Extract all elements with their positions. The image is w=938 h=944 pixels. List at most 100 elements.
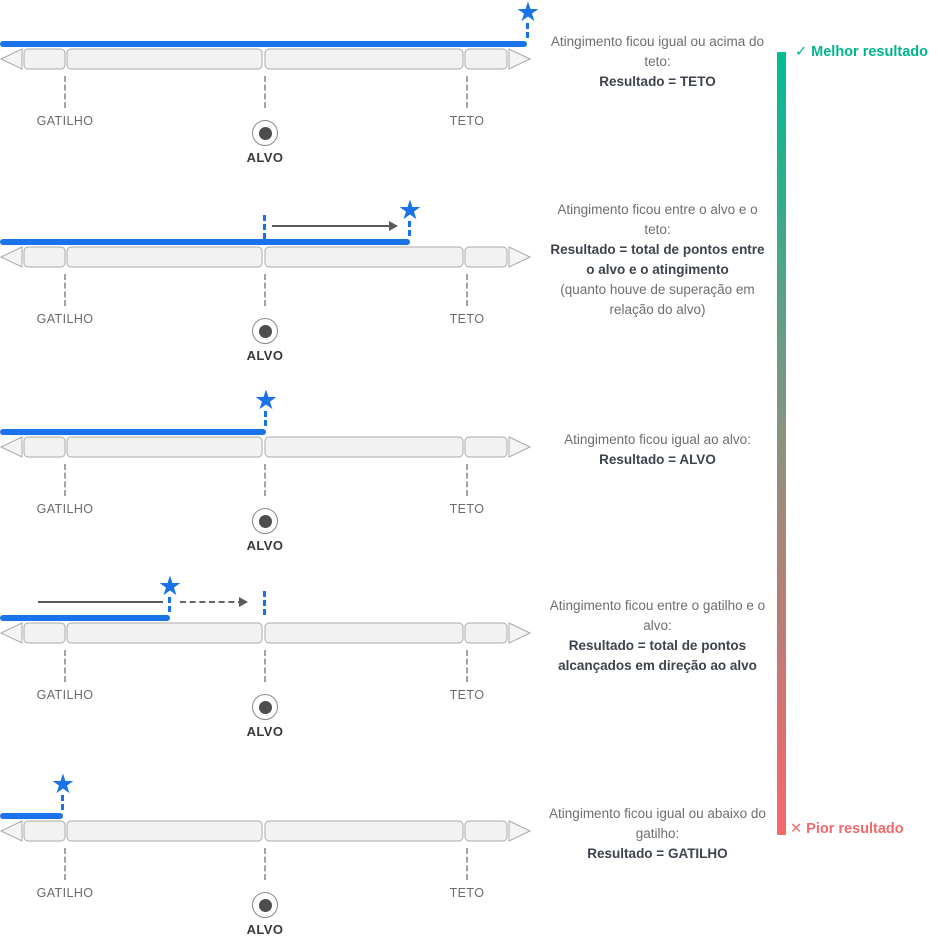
- star-icon: ★: [50, 769, 76, 799]
- teto-label: TETO: [449, 886, 485, 900]
- gatilho-label: GATILHO: [36, 312, 94, 326]
- gatilho-label: GATILHO: [36, 886, 94, 900]
- star-connector-line: [61, 795, 64, 810]
- alvo-label: ALVO: [246, 922, 284, 937]
- target-icon: [252, 318, 278, 344]
- gatilho-label: GATILHO: [36, 688, 94, 702]
- scale-diagram: ★ GATILHO TETO ALVO: [0, 385, 535, 576]
- alvo-label: ALVO: [246, 150, 284, 165]
- scale-track: [0, 622, 532, 644]
- scenario-caption: Atingimento ficou igual ou abaixo do gat…: [545, 774, 770, 894]
- left-arrow-cap-icon: [0, 48, 23, 70]
- cross-icon: ✕: [790, 821, 803, 837]
- alvo-label: ALVO: [246, 724, 284, 739]
- star-icon: ★: [253, 385, 279, 415]
- check-icon: ✓: [795, 44, 808, 60]
- star-connector-line: [526, 23, 529, 38]
- alvo-reference-tick: [263, 215, 266, 239]
- target-icon: [252, 892, 278, 918]
- right-arrow-cap-icon: [508, 622, 532, 644]
- best-result-text: Melhor resultado: [811, 44, 928, 60]
- scenario-result: Resultado = total de pontos entre o alvo…: [550, 242, 765, 277]
- scenario-row-above-teto: ★ GATILHO TETO ALVO Atingimento ficou ig…: [0, 0, 780, 200]
- scenario-note: (quanto houve de superação em relação do…: [560, 282, 755, 317]
- scenario-caption: Atingimento ficou entre o gatilho e o al…: [545, 576, 770, 696]
- scenario-result: Resultado = ALVO: [599, 452, 716, 467]
- teto-label: TETO: [449, 114, 485, 128]
- alvo-tick: [264, 464, 266, 496]
- star-connector-line: [264, 411, 267, 426]
- scenario-description: Atingimento ficou igual ao alvo:: [564, 432, 751, 447]
- gatilho-tick: [64, 848, 66, 880]
- scale-diagram: ★ GATILHO TETO ALVO: [0, 571, 535, 774]
- teto-label: TETO: [449, 502, 485, 516]
- scenario-description: Atingimento ficou entre o gatilho e o al…: [549, 598, 766, 633]
- scale-track: [0, 48, 532, 70]
- teto-tick: [466, 848, 468, 880]
- target-dot-icon: [258, 324, 272, 338]
- gatilho-tick: [64, 274, 66, 306]
- gatilho-label: GATILHO: [36, 114, 94, 128]
- scale-track: [0, 820, 532, 842]
- target-icon: [252, 508, 278, 534]
- alvo-label: ALVO: [246, 538, 284, 553]
- gatilho-tick: [64, 76, 66, 108]
- star-icon: ★: [397, 195, 423, 225]
- alvo-tick: [264, 650, 266, 682]
- scenario-row-equal-alvo: ★ GATILHO TETO ALVO Atingimento ficou ig…: [0, 385, 780, 576]
- scenario-result: Resultado = TETO: [599, 74, 716, 89]
- gatilho-label: GATILHO: [36, 502, 94, 516]
- left-arrow-cap-icon: [0, 436, 23, 458]
- scenario-result: Resultado = total de pontos alcançados e…: [558, 638, 757, 673]
- attainment-bar: [0, 615, 170, 621]
- target-dot-icon: [258, 126, 272, 140]
- right-arrow-cap-icon: [508, 48, 532, 70]
- alvo-label: ALVO: [246, 348, 284, 363]
- right-arrow-cap-icon: [508, 436, 532, 458]
- achieved-points-line: [38, 601, 163, 603]
- scenario-row-between-alvo-teto: ★ GATILHO TETO ALVO Atingimento ficou en…: [0, 195, 780, 390]
- target-dot-icon: [258, 514, 272, 528]
- star-icon: ★: [515, 0, 541, 27]
- alvo-tick: [264, 848, 266, 880]
- attainment-bar: [0, 239, 410, 245]
- attainment-bar: [0, 813, 63, 819]
- best-result-label: ✓Melhor resultado: [795, 44, 928, 60]
- target-dot-icon: [258, 898, 272, 912]
- teto-label: TETO: [449, 312, 485, 326]
- alvo-reference-tick: [263, 591, 266, 615]
- scale-track: [0, 436, 532, 458]
- right-arrow-cap-icon: [508, 246, 532, 268]
- left-arrow-cap-icon: [0, 820, 23, 842]
- gatilho-tick: [64, 464, 66, 496]
- target-dot-icon: [258, 700, 272, 714]
- star-connector-line: [168, 597, 171, 612]
- teto-tick: [466, 650, 468, 682]
- scale-diagram: ★ GATILHO TETO ALVO: [0, 0, 540, 200]
- right-arrow-cap-icon: [508, 820, 532, 842]
- scenario-result: Resultado = GATILHO: [587, 846, 728, 861]
- scenario-caption: Atingimento ficou igual ao alvo: Resulta…: [545, 390, 770, 510]
- target-icon: [252, 694, 278, 720]
- attainment-bar: [0, 429, 266, 435]
- scale-track: [0, 246, 532, 268]
- target-icon: [252, 120, 278, 146]
- teto-tick: [466, 76, 468, 108]
- star-connector-line: [408, 221, 411, 236]
- scale-diagram: ★ GATILHO TETO ALVO: [0, 769, 535, 942]
- surplus-arrow-right-icon: [272, 221, 398, 231]
- left-arrow-cap-icon: [0, 246, 23, 268]
- scenario-row-between-gatilho-alvo: ★ GATILHO TETO ALVO Atingimento ficou en…: [0, 571, 780, 774]
- worst-result-text: Pior resultado: [806, 821, 904, 837]
- star-icon: ★: [157, 571, 183, 601]
- remaining-arrow-right-icon: [180, 597, 248, 607]
- scenario-row-below-gatilho: ★ GATILHO TETO ALVO Atingimento ficou ig…: [0, 769, 780, 942]
- worst-result-label: ✕Pior resultado: [790, 821, 904, 837]
- teto-label: TETO: [449, 688, 485, 702]
- left-arrow-cap-icon: [0, 622, 23, 644]
- teto-tick: [466, 274, 468, 306]
- scale-diagram: ★ GATILHO TETO ALVO: [0, 195, 535, 390]
- scenario-caption: Atingimento ficou entre o alvo e o teto:…: [545, 200, 770, 320]
- scenario-description: Atingimento ficou igual ou acima do teto…: [550, 34, 765, 69]
